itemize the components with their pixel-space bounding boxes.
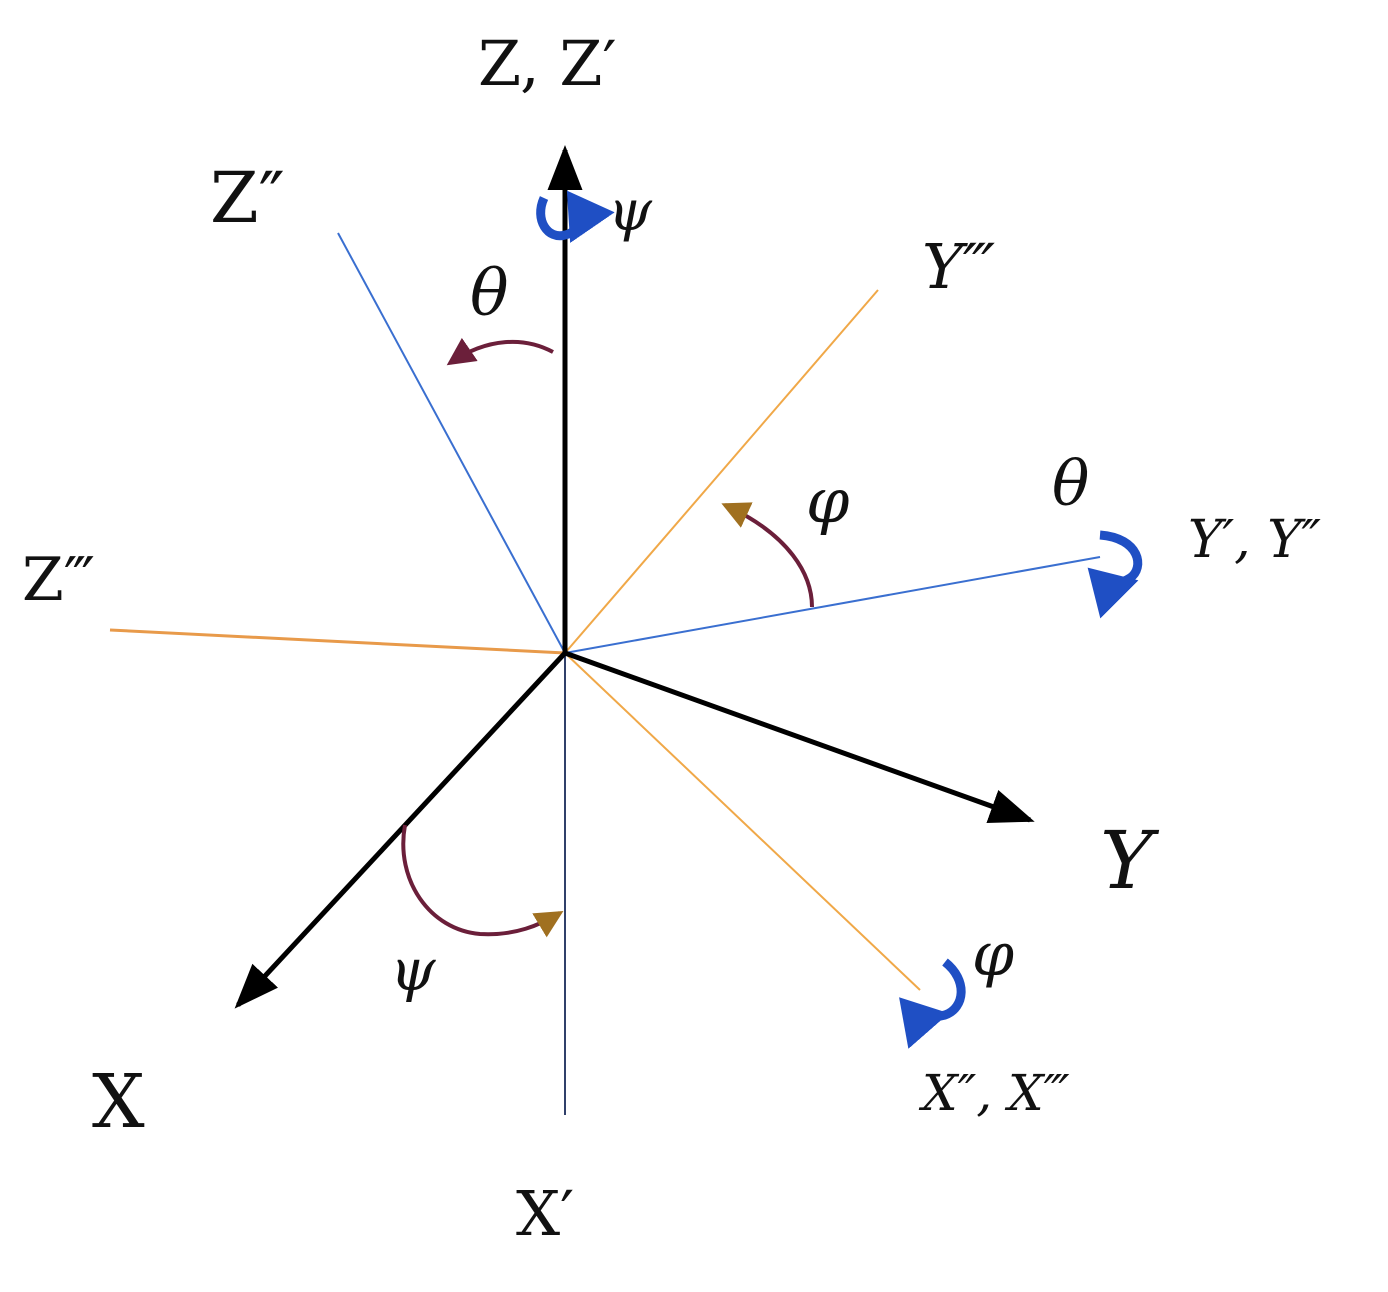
x-double-triple-prime-axis bbox=[564, 652, 921, 991]
x-axis bbox=[234, 651, 567, 1009]
phi-angle-arc bbox=[721, 502, 814, 608]
label-x-prime: X′ bbox=[516, 1177, 574, 1250]
label-y: Y bbox=[1100, 814, 1160, 907]
label-y-prime-double-prime: Y′, Y″ bbox=[1188, 510, 1322, 570]
theta-angle-arc bbox=[446, 337, 554, 366]
theta-rotation-icon bbox=[1087, 530, 1143, 619]
label-x: X bbox=[92, 1059, 145, 1145]
psi-angle-arc bbox=[401, 824, 564, 938]
y-axis bbox=[564, 650, 1035, 823]
y-prime-double-prime-axis bbox=[564, 556, 1101, 654]
label-phi-bottom: φ bbox=[972, 920, 1014, 990]
phi-rotation-icon bbox=[899, 958, 966, 1049]
label-z-z-prime: Z, Z′ bbox=[478, 27, 617, 100]
psi-rotation-icon bbox=[536, 190, 615, 243]
y-triple-prime-axis bbox=[564, 289, 879, 654]
z-double-prime-axis bbox=[337, 232, 566, 654]
label-theta-top: θ bbox=[470, 257, 509, 331]
label-z-triple-prime: Z‴ bbox=[22, 545, 95, 615]
label-psi-top: ψ bbox=[608, 179, 653, 244]
z-triple-prime-axis bbox=[109, 628, 566, 655]
label-theta-right: θ bbox=[1052, 447, 1089, 520]
label-phi-mid: φ bbox=[806, 464, 850, 537]
label-x-double-triple-prime: X″, X‴ bbox=[918, 1064, 1070, 1122]
label-y-triple-prime: Y‴ bbox=[922, 230, 995, 303]
label-z-double-prime: Z″ bbox=[210, 157, 285, 239]
label-psi-bottom: ψ bbox=[390, 936, 436, 1004]
